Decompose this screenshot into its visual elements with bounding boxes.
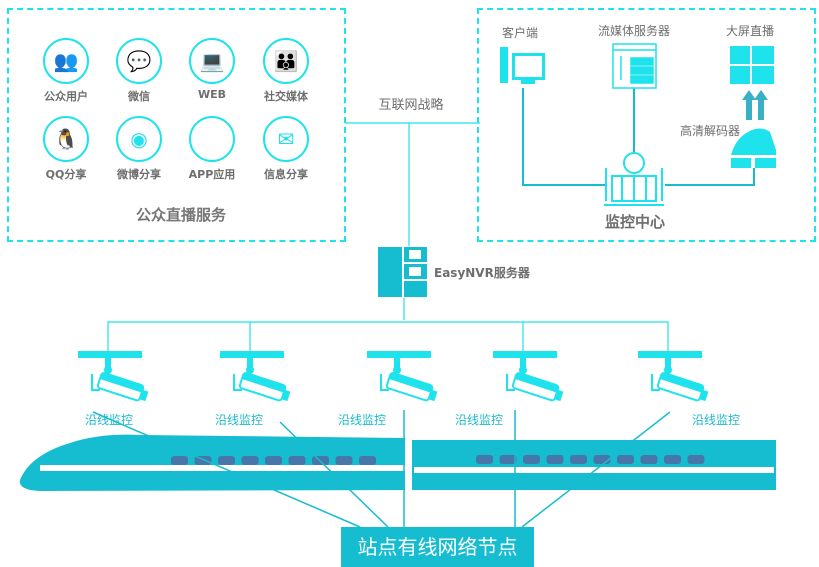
public-service-item-label: 社交媒体: [264, 90, 308, 103]
easynvr-server-icon: [378, 247, 427, 297]
monitor-center-box: [477, 8, 816, 242]
easynvr-server-label: EasyNVR服务器: [434, 266, 530, 280]
train-window: [570, 455, 587, 464]
train-window: [476, 455, 493, 464]
decoder-label: 高清解码器: [679, 124, 740, 138]
users-icon: 👥: [43, 38, 89, 84]
client-icon: [500, 47, 545, 84]
client-link-line: [522, 88, 605, 186]
camera-label: 沿线监控: [455, 413, 504, 427]
train-window: [523, 455, 540, 464]
train-window: [288, 456, 306, 465]
public-service-item-label: APP应用: [188, 168, 236, 181]
train-window: [617, 455, 634, 464]
train-window: [664, 455, 681, 464]
camera-label: 沿线监控: [215, 413, 264, 427]
up-arrows-icon: [742, 90, 768, 120]
train: [19, 434, 776, 491]
monitor-center-title: 监控中心: [604, 213, 665, 231]
monitor-center-icon: [604, 152, 664, 206]
public-service-title: 公众直播服务: [135, 206, 226, 224]
weibo-icon: ◉: [116, 116, 162, 162]
internet-strategy-label: 互联网战略: [378, 98, 444, 113]
train-window: [265, 456, 282, 465]
signal-lines: [92, 410, 671, 528]
public-service-item-label: QQ分享: [45, 168, 87, 181]
public-service-box: [7, 8, 346, 242]
camera-label: 沿线监控: [692, 413, 741, 427]
big-screen-label: 大屏直播: [725, 24, 774, 38]
camera-icon: [367, 351, 438, 402]
mail-icon: ✉: [263, 116, 309, 162]
camera-label: 沿线监控: [85, 413, 134, 427]
public-service-item-label: 微博分享: [117, 168, 161, 181]
camera-icon: [638, 351, 709, 402]
laptop-icon: 💻: [189, 38, 235, 84]
train-window: [241, 456, 259, 465]
public-service-item-label: WEB: [197, 88, 227, 101]
public-service-item-label: 信息分享: [264, 168, 308, 181]
app-icon: [189, 116, 235, 162]
train-window: [218, 456, 235, 465]
social-media-icon: 👪: [263, 38, 309, 84]
camera-icon: [220, 351, 291, 402]
train-second-car: [412, 440, 776, 490]
camera-bus-line: [107, 321, 669, 352]
camera-label: 沿线监控: [338, 413, 387, 427]
train-window: [499, 455, 517, 464]
train-window: [687, 455, 705, 464]
train-window: [359, 456, 376, 465]
decoder-icon: [731, 128, 776, 168]
train-window: [335, 456, 353, 465]
train-window: [640, 455, 658, 464]
train-window: [171, 456, 188, 465]
public-service-item-label: 公众用户: [44, 90, 88, 103]
camera-icon: [78, 351, 149, 402]
decoder-link-line: [665, 168, 755, 186]
wechat-icon: 💬: [116, 38, 162, 84]
train-window: [546, 455, 564, 464]
big-screen-icon: [730, 46, 774, 84]
camera-icon: [493, 351, 564, 402]
streaming-server-label: 流媒体服务器: [597, 24, 670, 38]
public-service-item-label: 微信: [128, 90, 150, 103]
client-label: 客户端: [501, 26, 538, 40]
streaming-server-icon: [612, 43, 657, 89]
qq-icon: 🐧: [43, 116, 89, 162]
network-node-box: 站点有线网络节点: [341, 527, 534, 567]
